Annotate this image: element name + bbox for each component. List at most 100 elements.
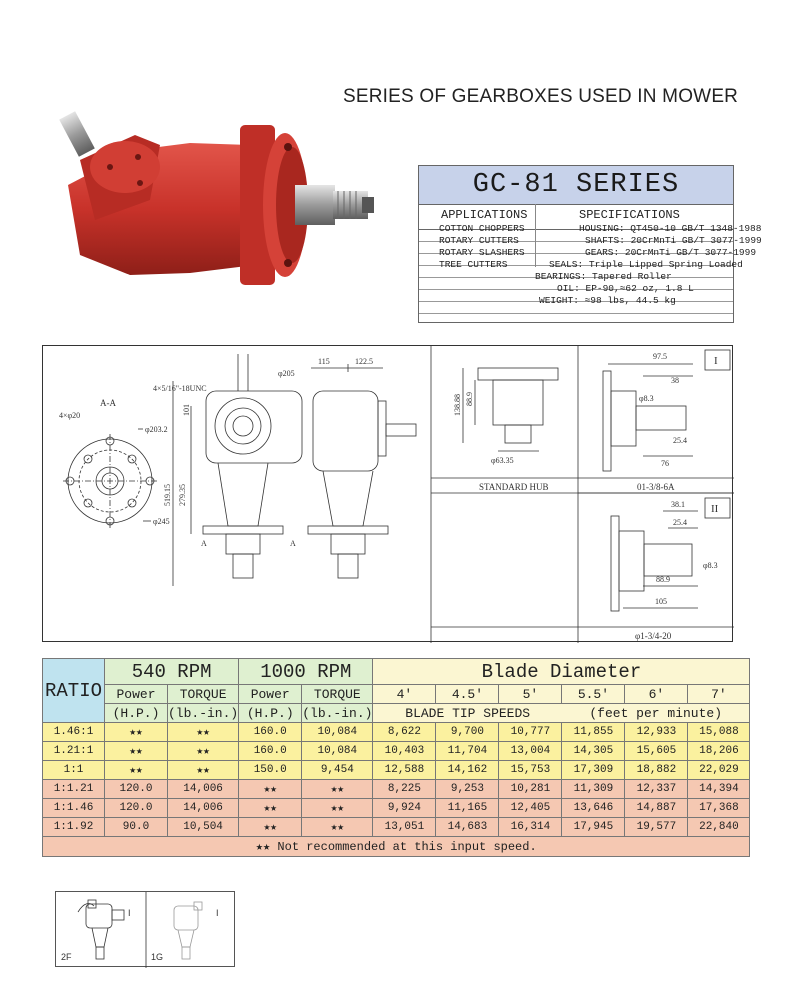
power540-cell: 120.0 [104,798,168,818]
ratio-cell: 1:1 [42,760,105,780]
torque1000-cell: 10,084 [301,722,374,742]
dim-w97: 97.5 [653,352,667,361]
power1000-cell: 160.0 [238,722,303,742]
tip-speed-cell: 18,882 [624,760,689,780]
power1000-header: Power [238,684,303,704]
dim-w76: 76 [661,459,669,468]
roman-one: I [714,355,718,367]
tip-speed-cell: 12,337 [624,779,689,799]
tip-speeds-label: BLADE TIP SPEEDS [372,703,562,723]
shaft2-caption: φ1-3/4-20 [635,631,672,641]
tip-speed-cell: 22,029 [687,760,751,780]
hp-unit: (H.P.) [104,703,168,723]
tip-speed-cell: 10,403 [372,741,437,761]
tip-speed-cell: 12,588 [372,760,437,780]
tip-speed-cell: 11,855 [561,722,626,742]
dim-d205: φ205 [278,369,295,378]
torque1000-cell: 9,454 [301,760,374,780]
power540-cell: ★★ [104,760,168,780]
torque540-cell: 14,006 [166,779,240,799]
dim-d83b: φ8.3 [703,561,718,570]
spec-item: GEARS: 20CrMnTi GB/T 3077-1999 [585,247,757,258]
ratio-table: RATIO 540 RPM 1000 RPM Blade Diameter Po… [41,658,751,857]
spec-item: HOUSING: QT450-10 GB/T 1348-1988 [579,223,762,234]
tip-speed-cell: 14,887 [624,798,689,818]
tip-speed-cell: 11,165 [435,798,500,818]
torque1000-cell: ★★ [301,779,374,799]
tip-speed-cell: 13,004 [498,741,563,761]
torque1000-cell: ★★ [301,817,374,837]
power1000-cell: ★★ [238,779,303,799]
torque540-cell: ★★ [166,722,240,742]
tip-speed-cell: 17,368 [687,798,751,818]
power540-cell: 90.0 [104,817,168,837]
mount-label-1g: 1G [151,952,163,962]
series-title: GC-81 SERIES [419,166,733,205]
spec-item: WEIGHT: ≈98 lbs, 44.5 kg [539,295,676,306]
power1000-cell: 160.0 [238,741,303,761]
torque540-cell: 14,006 [166,798,240,818]
rpm1000-header: 1000 RPM [238,658,374,685]
tip-speed-cell: 8,225 [372,779,437,799]
tip-speed-cell: 9,700 [435,722,500,742]
diameter-header: 7′ [687,684,751,704]
dim-h279: 279.35 [178,484,187,506]
diameter-header: 6′ [624,684,689,704]
applications-header: APPLICATIONS [441,208,528,222]
power540-cell: ★★ [104,722,168,742]
torque1000-cell: 10,084 [301,741,374,761]
ratio-cell: 1:1.46 [42,798,105,818]
application-item: ROTARY CUTTERS [439,235,519,246]
torque540-cell: 10,504 [166,817,240,837]
dim-w122: 122.5 [355,357,373,366]
dim-w25a: 25.4 [673,436,687,445]
tip-speed-cell: 10,281 [498,779,563,799]
torque540-cell: ★★ [166,741,240,761]
gearbox-photo [59,111,374,285]
tip-speed-cell: 17,945 [561,817,626,837]
diameter-header: 4.5′ [435,684,500,704]
tip-speed-cell: 19,577 [624,817,689,837]
section-mark-left: A [201,539,207,548]
thread-label: 4×5/16"-18UNC [153,384,207,393]
application-item: COTTON CHOPPERS [439,223,525,234]
torque1000-cell: ★★ [301,798,374,818]
tip-speed-cell: 14,162 [435,760,500,780]
tip-speed-cell: 16,314 [498,817,563,837]
tip-speed-cell: 18,206 [687,741,751,761]
table-note: ★★ Not recommended at this input speed. [41,836,751,857]
tip-speed-cell: 11,309 [561,779,626,799]
ratio-cell: 1:1.92 [42,817,105,837]
specifications-header: SPECIFICATIONS [579,208,680,222]
dim-w105: 105 [655,597,667,606]
dim-h138: 138.88 [453,394,462,416]
dim-d245: φ245 [153,517,170,526]
tip-speed-cell: 10,777 [498,722,563,742]
tip-speed-cell: 15,605 [624,741,689,761]
torque540-cell: ★★ [166,760,240,780]
hub-caption: STANDARD HUB [479,482,549,492]
tip-speed-cell: 9,253 [435,779,500,799]
dim-d203: φ203.2 [145,425,168,434]
rpm540-header: 540 RPM [103,658,240,685]
section-mark-right: A [290,539,296,548]
tip-speed-cell: 22,840 [687,817,751,837]
fpm-label: (feet per minute) [561,703,751,723]
power1000-cell: ★★ [238,817,303,837]
power1000-cell: 150.0 [238,760,303,780]
lbin-unit: (lb.-in.) [166,703,240,723]
ratio-cell: 1.21:1 [42,741,105,761]
section-label: A-A [100,398,116,408]
page-title: SERIES OF GEARBOXES USED IN MOWER [343,86,739,107]
mount-roman-b: I [216,908,219,918]
tip-speed-cell: 12,933 [624,722,689,742]
power540-cell: ★★ [104,741,168,761]
application-item: TREE CUTTERS [439,259,508,270]
lbin-unit: (lb.-in.) [301,703,374,723]
tip-speed-cell: 15,088 [687,722,751,742]
tip-speed-cell: 17,309 [561,760,626,780]
spec-item: SEALS: Triple Lipped Spring Loaded [549,259,743,270]
